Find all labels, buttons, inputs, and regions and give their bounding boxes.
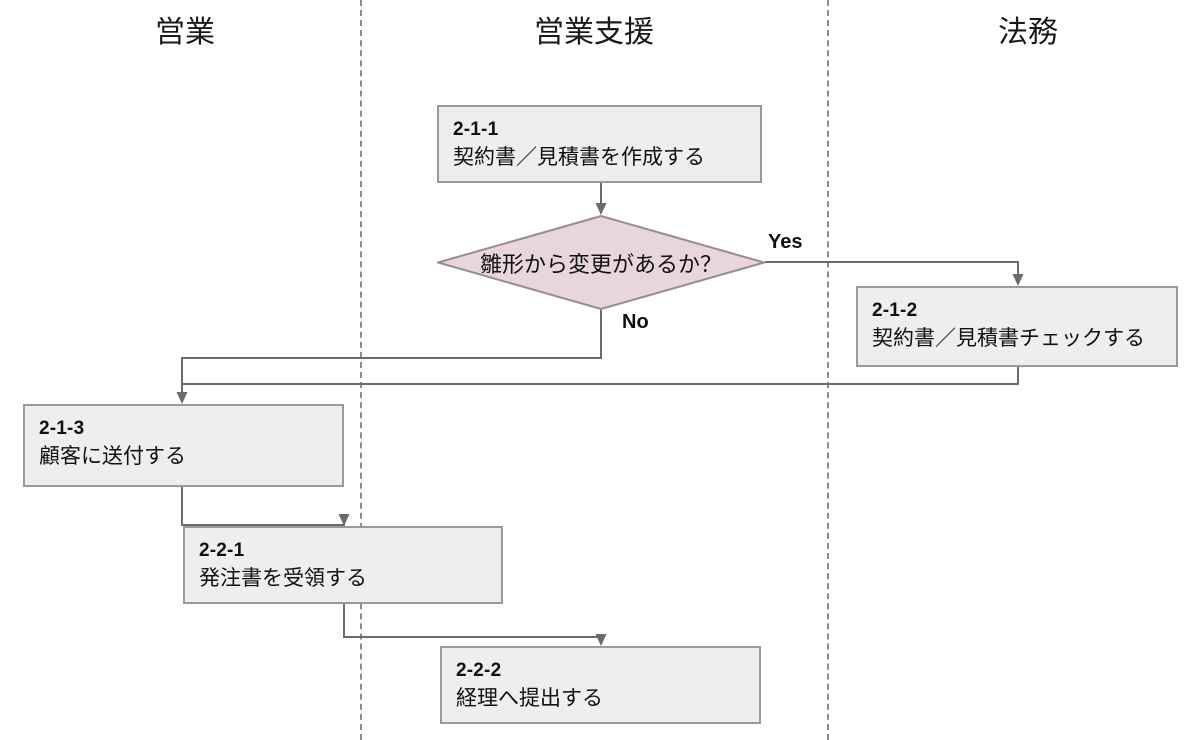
node-id: 2-1-3: [39, 418, 85, 439]
node-id: 2-1-1: [453, 119, 499, 140]
edge-211-to-decision: [595, 183, 607, 215]
process-node-2-1-2[interactable]: 2-1-2 契約書／見積書チェックする: [856, 286, 1178, 367]
process-node-2-2-1[interactable]: 2-2-1 発注書を受領する: [183, 526, 503, 604]
lane-divider-2: [827, 0, 829, 740]
lane-divider-1: [360, 0, 362, 740]
node-text: 顧客に送付する: [39, 444, 186, 468]
node-text: 契約書／見積書チェックする: [872, 326, 1145, 350]
edge-decision-no-to-213: [176, 310, 602, 404]
edge-label-yes: Yes: [768, 231, 803, 253]
lane-header-sales: 営業: [155, 16, 215, 49]
lane-header-sales-support: 営業支援: [534, 16, 654, 49]
process-node-2-1-3[interactable]: 2-1-3 顧客に送付する: [23, 404, 344, 487]
edge-213-to-221: [181, 487, 350, 526]
node-id: 2-2-2: [456, 660, 502, 681]
edge-decision-yes-to-212: [765, 261, 1024, 286]
edge-212-to-213: [182, 367, 1019, 385]
lane-header-legal: 法務: [998, 16, 1058, 49]
node-text: 発注書を受領する: [199, 566, 367, 590]
node-id: 2-2-1: [199, 540, 245, 561]
process-node-2-1-1[interactable]: 2-1-1 契約書／見積書を作成する: [437, 105, 762, 183]
node-text: 経理へ提出する: [456, 686, 603, 710]
node-text: 契約書／見積書を作成する: [453, 145, 705, 169]
edge-221-to-222: [343, 604, 607, 646]
edge-label-no: No: [622, 311, 649, 333]
decision-diamond-shape: [437, 215, 765, 310]
process-node-2-2-2[interactable]: 2-2-2 経理へ提出する: [440, 646, 761, 724]
decision-node-template-change[interactable]: 雛形から変更があるか？: [437, 215, 765, 310]
node-id: 2-1-2: [872, 300, 918, 321]
